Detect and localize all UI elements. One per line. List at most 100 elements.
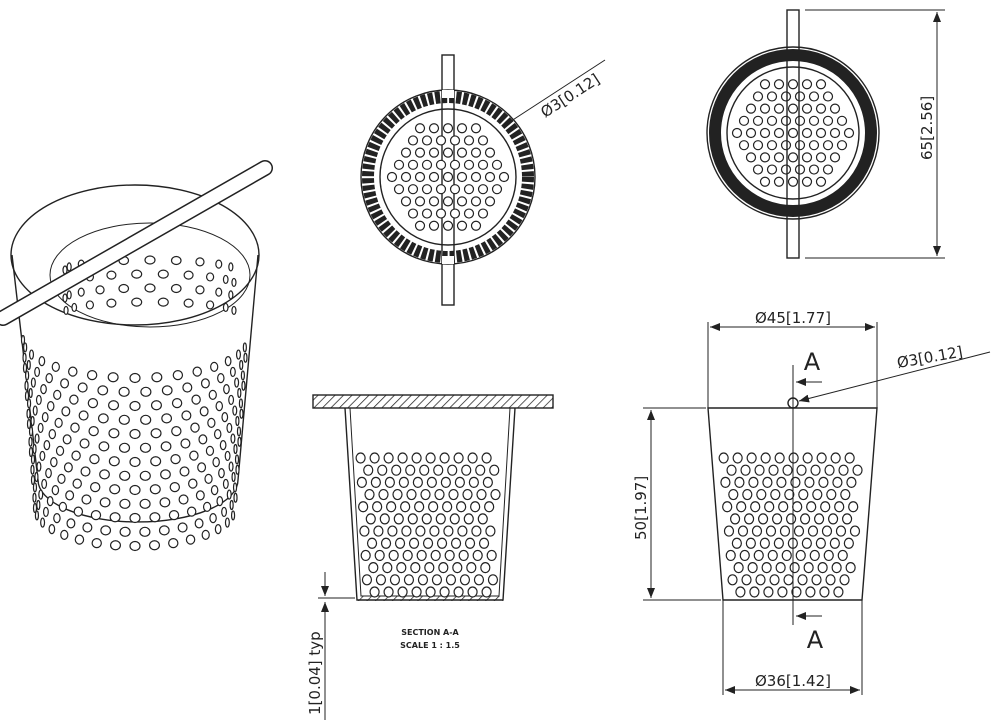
hole	[482, 476, 493, 488]
hole	[403, 574, 415, 586]
hole	[129, 456, 141, 468]
hole	[801, 176, 813, 187]
hole	[198, 434, 208, 445]
hole	[32, 492, 37, 503]
hole	[425, 586, 436, 598]
hole	[803, 562, 814, 574]
hole	[74, 534, 85, 545]
hole	[456, 501, 467, 513]
hole	[374, 549, 385, 562]
hole	[239, 359, 244, 371]
hole	[229, 366, 236, 378]
hole	[766, 115, 778, 126]
hole	[172, 370, 184, 381]
hole	[231, 471, 236, 483]
hole	[731, 127, 743, 139]
hole	[30, 415, 35, 427]
hole	[416, 549, 427, 562]
hole	[470, 501, 481, 513]
hole	[205, 445, 215, 456]
hole	[745, 537, 756, 549]
hole	[73, 506, 84, 517]
hole	[801, 103, 813, 114]
hole	[80, 466, 91, 477]
hole	[760, 452, 771, 464]
hole	[729, 513, 741, 525]
hole	[470, 220, 482, 231]
hole	[768, 464, 779, 476]
hole	[62, 293, 68, 303]
hole	[822, 164, 834, 175]
hole	[414, 501, 425, 513]
hole	[81, 494, 92, 505]
hole	[442, 501, 453, 513]
hole	[160, 441, 172, 452]
hole	[237, 436, 242, 447]
hole	[808, 91, 820, 102]
hole	[32, 502, 38, 514]
hole	[787, 176, 799, 187]
hole	[751, 525, 763, 537]
hole	[182, 382, 193, 393]
hole	[846, 476, 857, 488]
hole	[22, 352, 27, 363]
hole	[24, 380, 29, 391]
hole	[784, 488, 795, 501]
height-dim: 50[1.97]	[632, 476, 650, 540]
top-diameter-dim: Ø45[1.77]	[755, 309, 831, 327]
hole	[816, 452, 827, 464]
hole	[745, 103, 757, 114]
hole	[732, 452, 743, 464]
hole	[467, 586, 478, 598]
hole	[421, 184, 433, 195]
hole	[820, 501, 831, 513]
hole	[231, 305, 237, 316]
hole	[752, 115, 764, 126]
hole	[801, 537, 812, 549]
hole	[40, 517, 46, 528]
hole	[204, 473, 213, 484]
hole	[808, 115, 820, 126]
hole	[794, 164, 806, 175]
hole	[411, 586, 422, 598]
hole	[781, 549, 792, 562]
top-view-hole-dim: Ø3[0.12]	[537, 70, 603, 121]
hole	[832, 476, 843, 488]
hole	[792, 501, 803, 513]
hole	[222, 274, 229, 285]
hole	[382, 562, 393, 574]
hole	[108, 400, 120, 411]
hole	[806, 501, 817, 513]
hole	[454, 476, 465, 488]
hole	[475, 464, 486, 476]
hole	[216, 496, 224, 507]
hole	[435, 208, 447, 219]
hole	[773, 79, 785, 90]
hole	[750, 501, 761, 513]
hole	[389, 574, 401, 586]
hole	[819, 586, 830, 598]
iso-rod	[0, 160, 273, 326]
hole	[813, 513, 825, 525]
section-plate	[312, 394, 554, 409]
hole	[228, 394, 235, 406]
hole	[34, 433, 40, 444]
hole	[442, 123, 454, 134]
hole	[386, 171, 398, 183]
hole	[761, 562, 772, 574]
hole	[192, 366, 202, 377]
hole	[738, 140, 750, 151]
hole	[720, 476, 731, 488]
hole	[28, 446, 34, 458]
hole	[449, 184, 461, 195]
hole	[89, 482, 101, 493]
hole	[756, 488, 767, 501]
hole	[773, 176, 785, 187]
hole	[197, 462, 207, 473]
hole	[383, 452, 394, 464]
hole	[798, 488, 809, 501]
hole	[194, 518, 204, 529]
hole	[228, 461, 234, 472]
hole	[743, 513, 755, 525]
